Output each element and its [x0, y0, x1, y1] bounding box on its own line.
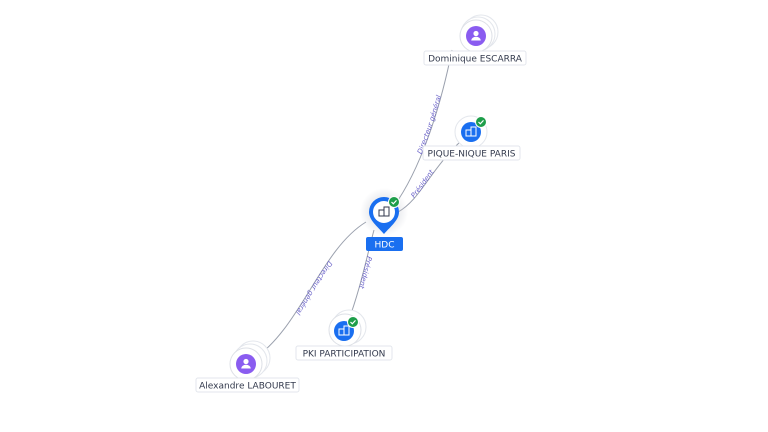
node-label: PKI PARTICIPATION: [303, 350, 386, 360]
verified-check-icon: [388, 196, 400, 208]
center-label: HDC: [375, 241, 395, 251]
company-icon: [461, 122, 481, 142]
person-icon: [236, 354, 256, 374]
edge-alexandre: [251, 221, 367, 361]
edge-label-alexandre: Directeur général: [294, 259, 334, 316]
edge-label-pki: Président: [357, 255, 373, 289]
verified-check-icon: [475, 116, 487, 128]
node-label: Dominique ESCARRA: [428, 55, 523, 65]
node-dominique[interactable]: Dominique ESCARRA: [423, 14, 527, 66]
node-alexandre[interactable]: Alexandre LABOURET: [195, 340, 300, 393]
node-pique-nique-paris[interactable]: PIQUE-NIQUE PARIS: [422, 115, 521, 161]
person-icon: [466, 26, 486, 46]
verified-check-icon: [347, 316, 359, 328]
node-label: Alexandre LABOURET: [199, 382, 296, 392]
company-icon: [378, 206, 390, 217]
node-hdc-center[interactable]: HDC: [360, 188, 408, 251]
edge-dominique: [393, 49, 453, 207]
node-label: PIQUE-NIQUE PARIS: [428, 150, 516, 160]
node-pki-participation[interactable]: PKI PARTICIPATION: [295, 309, 393, 361]
